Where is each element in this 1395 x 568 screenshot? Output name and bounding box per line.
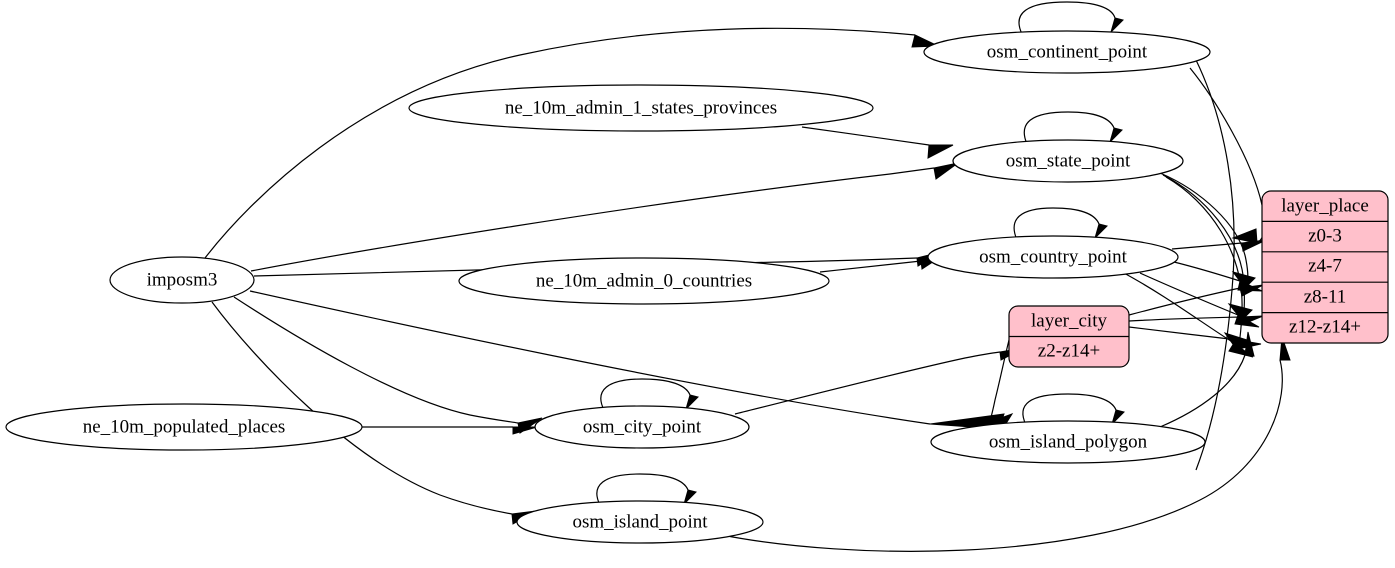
nodes-layer: imposm3 ne_10m_admin_1_states_provinces … [5, 30, 1211, 544]
edge-osm_city_point-to-layer_city-z2-z14+ [734, 347, 1025, 415]
node-label-osm_state_point: osm_state_point [1006, 150, 1131, 171]
node-osm_city_point[interactable]: osm_city_point [534, 405, 750, 449]
edge-layer_city-to-layer_place-z4-7 [1128, 284, 1264, 316]
edge-osm_state_point-to-layer_place-z8-11 [1162, 174, 1253, 321]
record-row-layer_place-z12-z14plus: z12-z14+ [1289, 316, 1361, 337]
edge-imposm3-to-osm_continent_point [204, 27, 939, 259]
node-label-imposm3: imposm3 [147, 269, 218, 290]
record-row-layer_place-z0-3: z0-3 [1308, 225, 1342, 246]
node-ne_10m_admin_0_countries[interactable]: ne_10m_admin_0_countries [458, 257, 830, 305]
edge-selfloop-osm_country_point [1013, 207, 1108, 241]
edge-layer_city-to-layer_place-z8-11 [1128, 315, 1264, 326]
node-label-ne_10m_admin_0_countries: ne_10m_admin_0_countries [536, 270, 752, 291]
edge-osm_country_point-to-layer_place-z0-3 [1171, 239, 1267, 252]
node-osm_country_point[interactable]: osm_country_point [927, 235, 1179, 279]
node-ne_10m_admin_1_states_provinces[interactable]: ne_10m_admin_1_states_provinces [408, 84, 874, 132]
node-label-osm_country_point: osm_country_point [979, 246, 1127, 267]
node-osm_state_point[interactable]: osm_state_point [952, 139, 1184, 183]
node-imposm3[interactable]: imposm3 [109, 256, 255, 304]
node-osm_island_polygon[interactable]: osm_island_polygon [930, 420, 1206, 464]
node-label-ne_10m_admin_1_states_provinces: ne_10m_admin_1_states_provinces [505, 97, 777, 118]
record-title-layer_city: layer_city [1031, 310, 1107, 331]
node-label-osm_island_polygon: osm_island_polygon [989, 431, 1148, 452]
record-layer_city[interactable]: layer_city z2-z14+ [1008, 305, 1130, 368]
record-title-layer_place: layer_place [1281, 195, 1369, 216]
edge-osm_island_point-to-layer_place-z12-z14+ [721, 336, 1291, 552]
edge-selfloop-osm_island_polygon [1022, 393, 1125, 426]
edge-selfloop-osm_city_point [600, 378, 699, 411]
record-row-layer_city-z2-z14plus: z2-z14+ [1038, 340, 1100, 361]
edge-imposm3-to-osm_state_point [250, 162, 959, 272]
node-osm_continent_point[interactable]: osm_continent_point [923, 30, 1211, 74]
edge-ne_10m_admin_1_states_provinces-to-osm_state_point [801, 126, 954, 159]
edge-osm_country_point-to-layer_place-z12-z14+ [1121, 271, 1254, 358]
record-row-layer_place-z8-11: z8-11 [1304, 286, 1347, 307]
node-label-osm_island_point: osm_island_point [572, 511, 708, 532]
record-row-layer_place-z4-7: z4-7 [1308, 255, 1342, 276]
edge-osm_continent_point-to-layer_place-z0-3 [1189, 67, 1266, 244]
edge-decorative-sweep [1195, 59, 1235, 471]
edge-selfloop-osm_island_point [596, 473, 697, 506]
node-label-osm_continent_point: osm_continent_point [987, 41, 1148, 62]
edge-osm_island_polygon-to-layer_place-z12-z14+ [1159, 331, 1255, 428]
edges-layer [204, 1, 1291, 552]
edge-selfloop-osm_continent_point [1018, 1, 1124, 35]
record-layer_place[interactable]: layer_place z0-3 z4-7 z8-11 z12-z14+ [1261, 190, 1389, 344]
edge-selfloop-osm_state_point [1023, 111, 1123, 145]
edge-ne_10m_populated_places-to-osm_city_point [362, 426, 538, 435]
records-layer: layer_place z0-3 z4-7 z8-11 z12-z14+ lay… [1008, 190, 1389, 368]
node-osm_island_point[interactable]: osm_island_point [516, 500, 764, 544]
node-label-ne_10m_populated_places: ne_10m_populated_places [83, 416, 286, 437]
node-ne_10m_populated_places[interactable]: ne_10m_populated_places [5, 403, 363, 451]
node-label-osm_city_point: osm_city_point [583, 416, 702, 437]
